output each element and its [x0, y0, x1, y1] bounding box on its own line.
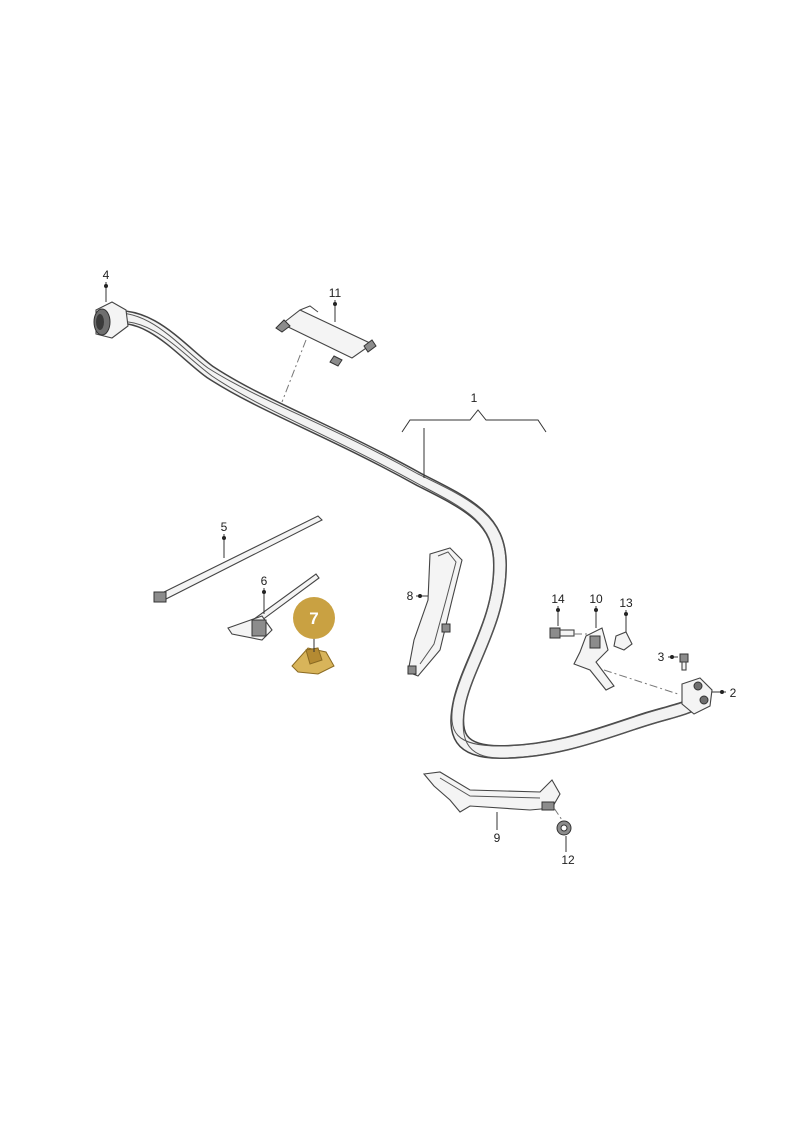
callout-2: 2	[730, 686, 737, 700]
callout-10: 10	[589, 592, 603, 606]
bracket-9	[422, 771, 561, 813]
callout-5: 5	[221, 520, 228, 534]
bracket-8	[407, 547, 463, 677]
clip-13	[613, 631, 633, 651]
highlight-badge-label: 7	[309, 609, 318, 628]
bracket-10	[573, 627, 615, 691]
leader-lines	[104, 282, 726, 852]
callout-4: 4	[103, 268, 110, 282]
assembly-lines	[281, 339, 679, 821]
callout-3: 3	[658, 650, 665, 664]
bracket-11	[275, 305, 377, 367]
pipe-assembly	[101, 309, 707, 760]
nut-12	[556, 820, 572, 836]
callout-14: 14	[551, 592, 565, 606]
callout-1: 1	[471, 391, 478, 405]
callout-9: 9	[494, 831, 501, 845]
callout-6: 6	[261, 574, 268, 588]
callout-12: 12	[561, 853, 575, 867]
bolt-14	[549, 627, 575, 639]
bolt-3	[679, 653, 689, 671]
end-fitting-4	[93, 301, 129, 339]
cable-tie-5	[153, 515, 323, 603]
cable-tie-6	[227, 573, 320, 641]
callout-11: 11	[329, 286, 342, 300]
end-fitting-2	[681, 677, 713, 715]
callout-8: 8	[407, 589, 414, 603]
callout-13: 13	[619, 596, 633, 610]
highlighted-part-7	[291, 647, 335, 675]
highlight-badge: 7	[293, 597, 335, 639]
